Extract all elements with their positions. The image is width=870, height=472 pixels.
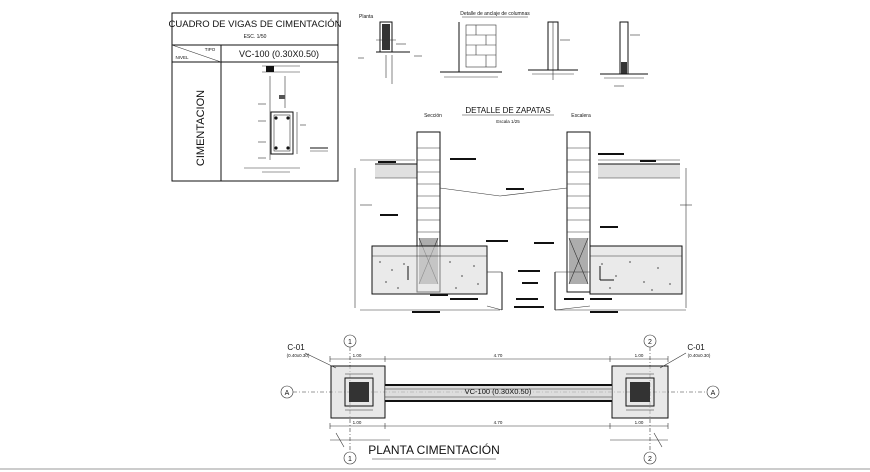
dim-top-right: 1.00	[635, 353, 644, 358]
axis-bubble-a-left: A	[280, 385, 294, 399]
footing-title: DETALLE DE ZAPATAS	[465, 106, 550, 115]
beam-table-title: CUADRO DE VIGAS DE CIMENTACIÓN	[169, 19, 342, 30]
plan-beam-label: VC-100 (0.30X0.50)	[465, 387, 532, 396]
anchor-detail-3	[528, 21, 578, 80]
dim-bottom-right: 1.00	[635, 420, 644, 425]
left-footing	[330, 365, 386, 419]
dim-bottom-total: 4.70	[494, 420, 503, 425]
foundation-plan: 1 2 1 2 A A 1.00 4.7	[280, 334, 720, 465]
footing-left-label: Sección	[424, 113, 442, 119]
beam-table-col-nivel: NIVEL	[175, 55, 189, 60]
beam-table-scale: ESC. 1/50	[244, 34, 267, 40]
plan-title: PLANTA CIMENTACIÓN	[368, 442, 500, 457]
axis-bubble-2-top: 2	[643, 334, 657, 348]
right-column-label: C-01	[687, 343, 705, 352]
foundation-beam	[385, 384, 612, 402]
dim-top-left: 1.00	[353, 353, 362, 358]
axis-bubble-2-bottom: 2	[643, 451, 657, 465]
beam-table-col-tipo: TIPO	[205, 47, 216, 52]
axis-2-top-label: 2	[648, 339, 652, 346]
anchor-detail-1	[358, 21, 410, 84]
axis-bubble-a-right: A	[706, 385, 720, 399]
beam-table: CUADRO DE VIGAS DE CIMENTACIÓN ESC. 1/50…	[169, 12, 342, 182]
annotation-bars	[378, 153, 656, 308]
right-column-size: (0.40x0.30)	[688, 353, 711, 358]
beam-section-sketch	[244, 65, 328, 173]
axis-bubble-1-bottom: 1	[343, 451, 357, 465]
left-column-stirrups	[417, 147, 440, 233]
axis-1-bottom-label: 1	[348, 456, 352, 463]
anchor-detail-title: Detalle de anclaje de columnas	[460, 11, 530, 17]
left-column-size: (0.40x0.30)	[287, 353, 310, 358]
footing-detail: DETALLE DE ZAPATAS Escala 1/25 Sección E…	[354, 106, 692, 313]
beam-table-level: CIMENTACION	[195, 90, 207, 166]
axis-a-right-label: A	[711, 390, 716, 397]
right-footing	[611, 365, 669, 419]
concrete-hatch	[379, 261, 671, 291]
axis-bubble-1-top: 1	[343, 334, 357, 348]
axis-2-bottom-label: 2	[648, 456, 652, 463]
beam-table-beam-type: VC-100 (0.30X0.50)	[239, 49, 319, 59]
dim-bottom-left: 1.00	[353, 420, 362, 425]
dim-top-total: 4.70	[494, 353, 503, 358]
footing-right-label: Escalera	[571, 113, 591, 119]
right-column-stirrups	[567, 147, 590, 233]
anchor-details: Planta Detalle de anclaje de columnas	[358, 11, 648, 87]
anchor-detail-4	[600, 21, 648, 87]
axis-1-top-label: 1	[348, 339, 352, 346]
left-column-label: C-01	[287, 343, 305, 352]
footing-scale: Escala 1/25	[496, 119, 520, 124]
anchor-detail-2	[414, 22, 502, 78]
axis-a-left-label: A	[285, 390, 290, 397]
anchor-plan-label: Planta	[359, 14, 373, 20]
